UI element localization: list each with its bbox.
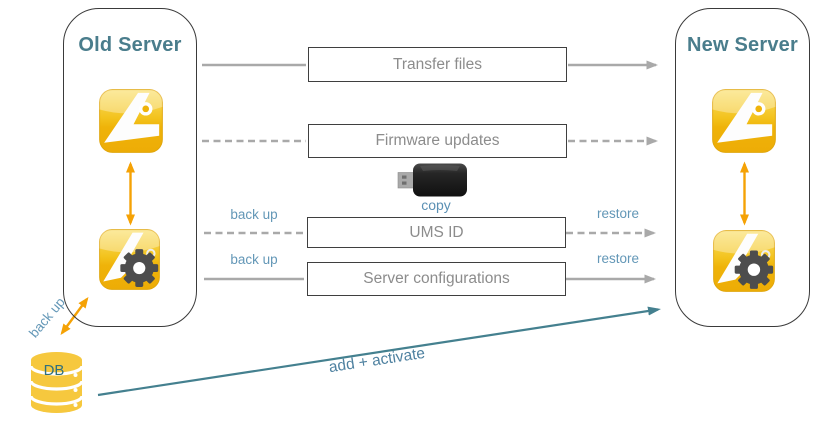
usb-stick-icon xyxy=(397,163,467,197)
backup-label-ums-id: back up xyxy=(230,207,278,222)
add-activate-arrow xyxy=(97,306,661,397)
old-server-title: Old Server xyxy=(78,34,182,56)
restore-label-ums-id: restore xyxy=(596,206,640,221)
old-server-box xyxy=(63,8,197,327)
flow-box-ums-id: UMS ID xyxy=(307,217,566,248)
flow-box-server-configurations: Server configurations xyxy=(307,262,566,296)
flow-box-transfer-files: Transfer files xyxy=(308,47,567,82)
database-cylinder-icon xyxy=(29,352,84,413)
restore-label-server-configurations: restore xyxy=(596,251,640,266)
new-server-title: New Server xyxy=(687,34,798,56)
flow-box-firmware-updates: Firmware updates xyxy=(308,124,567,158)
backup-label-server-configurations: back up xyxy=(230,252,278,267)
new-server-box xyxy=(675,8,810,327)
database-label: DB xyxy=(43,362,65,379)
copy-label: copy xyxy=(421,197,451,213)
